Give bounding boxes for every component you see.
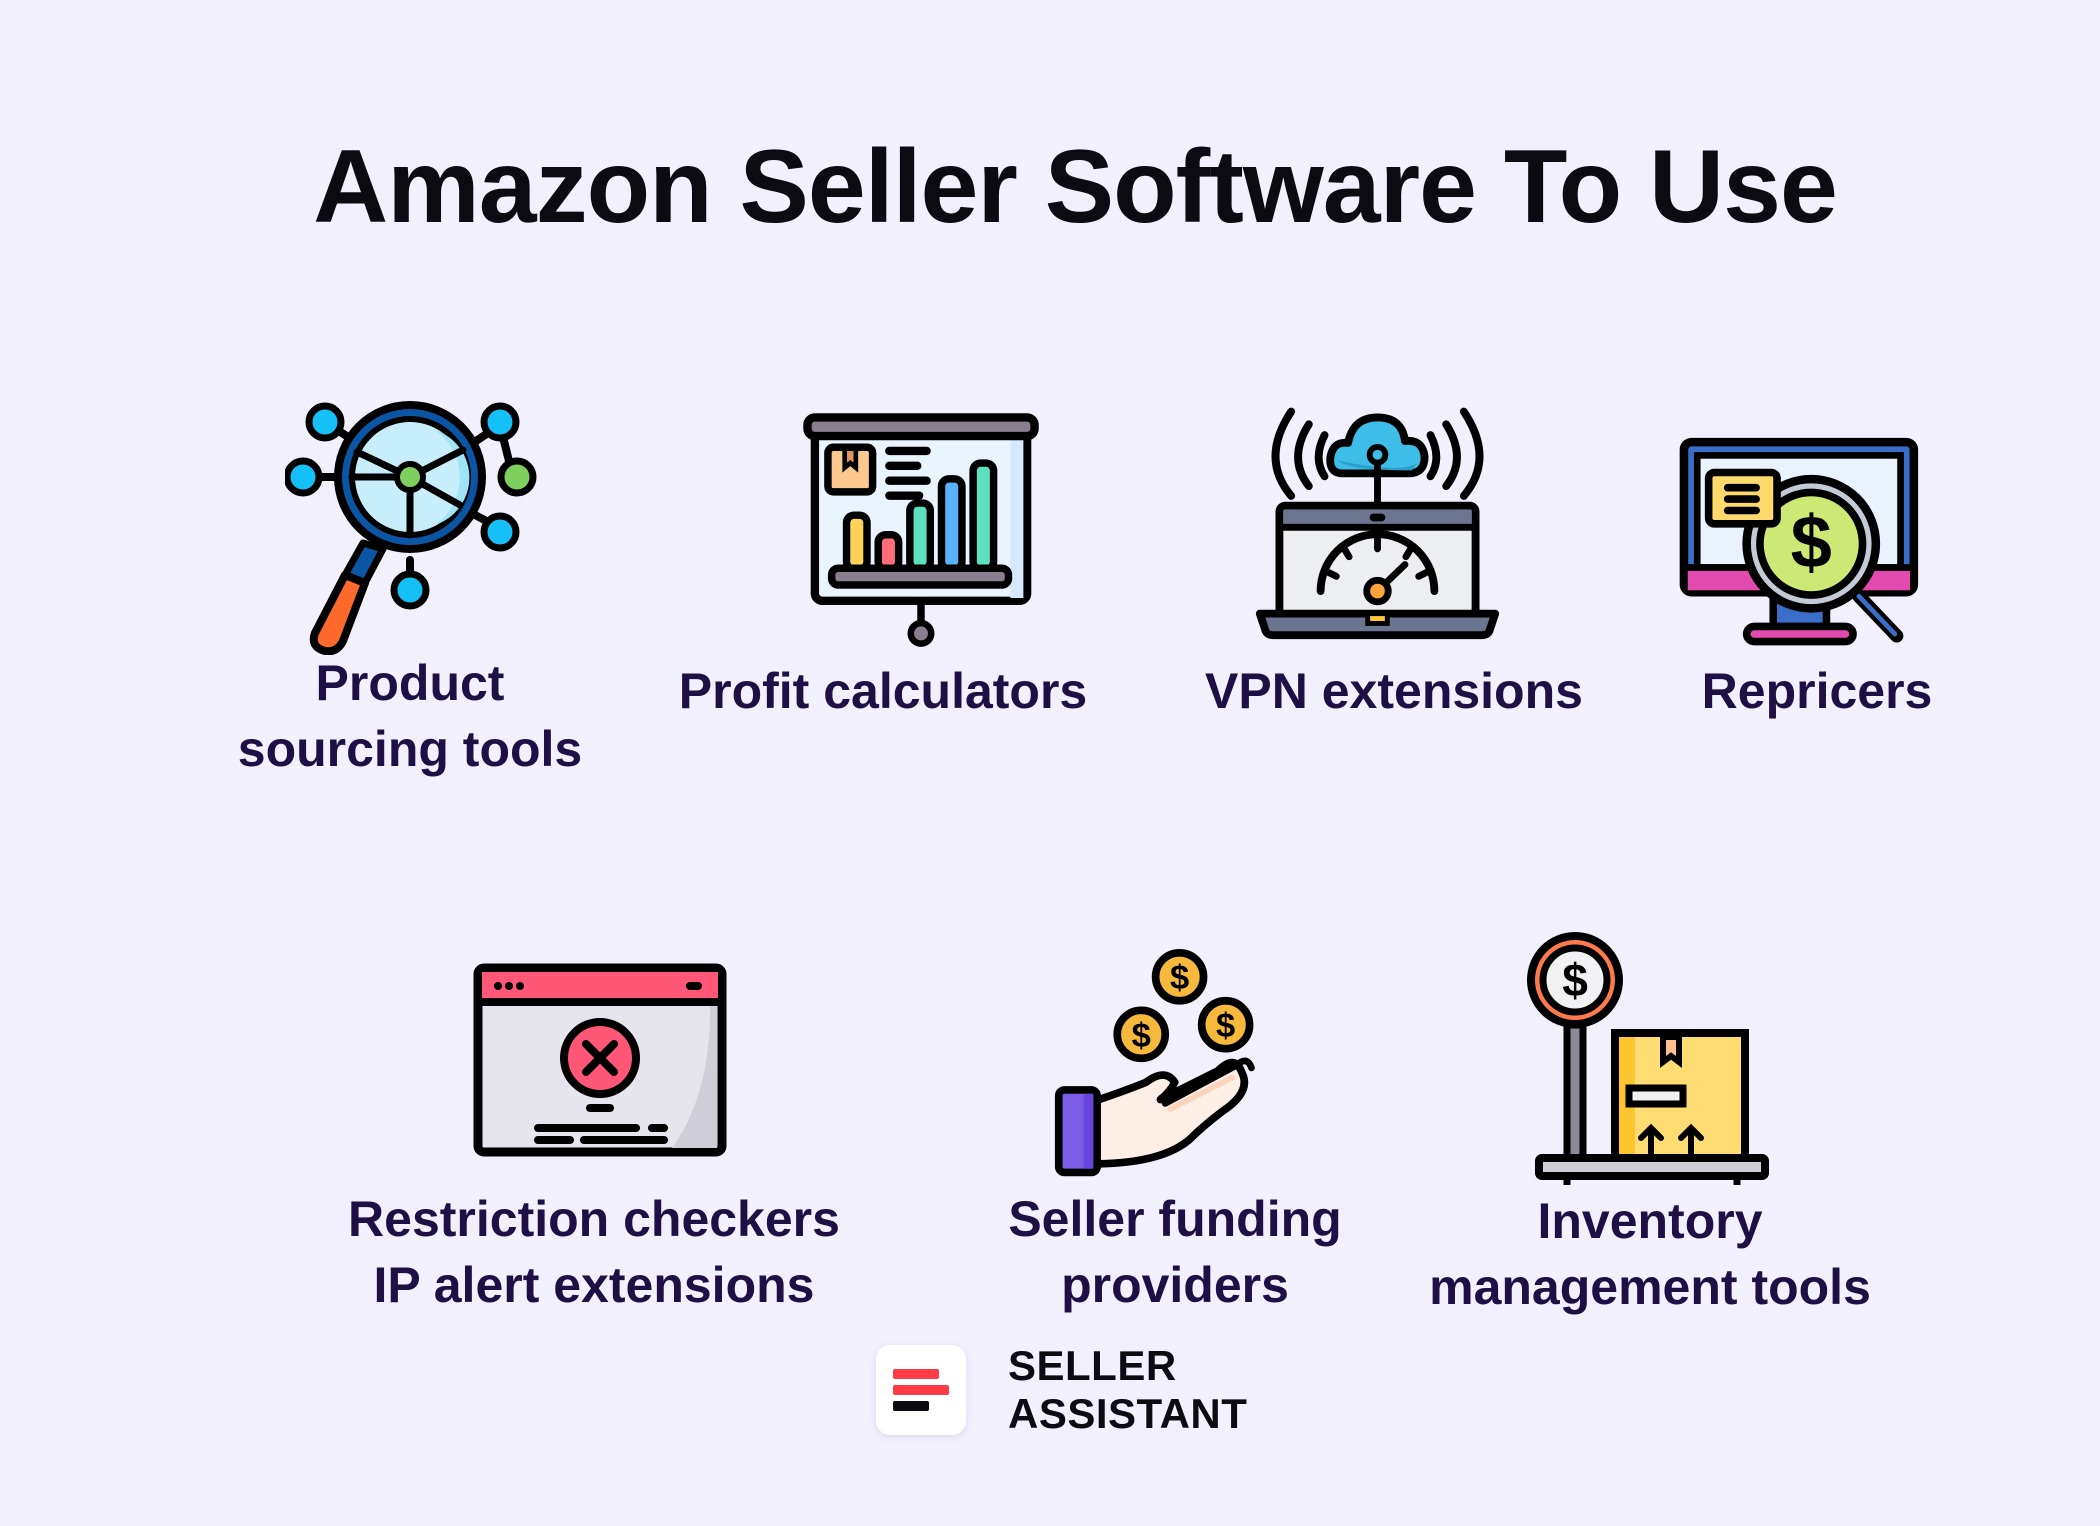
item-label: VPN extensions: [1205, 658, 1583, 724]
brand-line-1: SELLER: [1008, 1342, 1177, 1389]
logo-bar-icon: [893, 1369, 939, 1379]
monitor-dollar-search-icon: $: [1668, 425, 1926, 653]
magnifier-network-icon: [285, 395, 545, 655]
label-line: sourcing tools: [237, 721, 583, 777]
item-label: Seller funding providers: [1008, 1186, 1341, 1318]
label-line: Product: [315, 655, 505, 711]
scale-box-icon: $: [1525, 930, 1775, 1185]
label-line: VPN extensions: [1205, 663, 1583, 719]
item-label: Inventory management tools: [1429, 1188, 1871, 1320]
presentation-chart-icon: [800, 410, 1042, 652]
page-title: Amazon Seller Software To Use: [313, 129, 1838, 245]
item-label: Product sourcing tools: [238, 650, 582, 782]
label-line: management tools: [1429, 1259, 1871, 1315]
hand-coins-icon: $ $ $: [1045, 948, 1295, 1183]
logo-bar-icon: [893, 1385, 949, 1395]
svg-text:$: $: [1132, 1017, 1151, 1055]
brand-line-2: ASSISTANT: [1008, 1390, 1248, 1437]
label-line: Profit calculators: [678, 663, 1088, 719]
laptop-cloud-speedometer-icon: [1250, 390, 1505, 645]
label-line: Seller funding: [1008, 1191, 1342, 1247]
logo-bar-icon: [893, 1401, 929, 1411]
svg-text:$: $: [1562, 954, 1588, 1006]
item-label: Repricers: [1702, 658, 1933, 724]
item-label: Restriction checkers IP alert extensions: [348, 1186, 840, 1318]
item-label: Profit calculators: [679, 658, 1087, 724]
seller-assistant-logo-icon: [876, 1345, 966, 1435]
svg-text:$: $: [1170, 959, 1189, 997]
brand-logo: SELLER ASSISTANT: [876, 1342, 1247, 1438]
browser-error-icon: [472, 962, 728, 1158]
label-line: Repricers: [1701, 663, 1933, 719]
label-line: IP alert extensions: [373, 1257, 815, 1313]
label-line: Restriction checkers: [348, 1191, 840, 1247]
label-line: providers: [1061, 1257, 1289, 1313]
label-line: Inventory: [1537, 1193, 1763, 1249]
svg-text:$: $: [1791, 501, 1832, 584]
brand-name: SELLER ASSISTANT: [1008, 1342, 1247, 1438]
svg-text:$: $: [1216, 1007, 1235, 1045]
